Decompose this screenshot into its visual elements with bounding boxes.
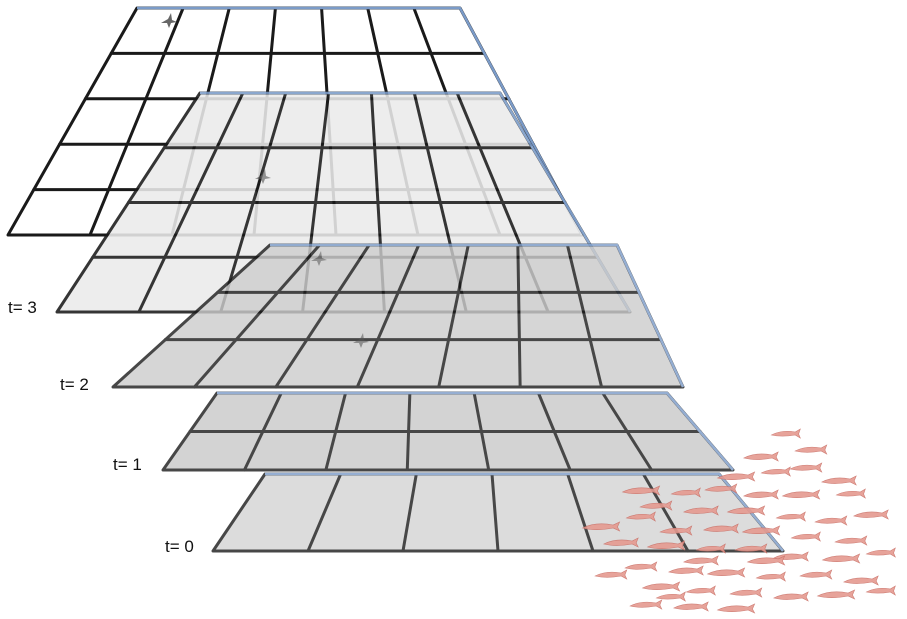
layer-edge-highlight (137, 6, 584, 236)
time-label-t3: t= 3 (8, 298, 37, 317)
grid-column-line (88, 6, 185, 237)
bird-icon (161, 13, 177, 28)
fish-icon (865, 547, 896, 558)
fish-icon (641, 581, 681, 592)
fish-icon (835, 488, 866, 499)
fish-icon (625, 511, 656, 522)
layer-edge-highlight (265, 472, 784, 552)
fish-icon (685, 585, 716, 596)
fish-icon (775, 511, 806, 522)
fish-icon (770, 428, 801, 439)
grid-column-line (516, 243, 522, 389)
fish-icon (706, 567, 746, 578)
layer-edge-highlight (200, 91, 632, 313)
fish-icon (704, 483, 738, 494)
fish-icon (834, 535, 868, 546)
fish-icon (755, 571, 786, 582)
fish-icon (594, 569, 628, 580)
fish-icon (814, 515, 848, 526)
fish-icon (716, 603, 756, 614)
grid-column-line (274, 243, 371, 389)
fish-icon (821, 553, 861, 564)
layer-edge-highlight (217, 391, 734, 471)
fish-icon (629, 599, 663, 610)
fish-icon (716, 471, 756, 482)
fish-icon (672, 601, 709, 612)
grid-layers (6, 6, 785, 553)
fish-icon (799, 569, 833, 580)
time-label-t2: t= 2 (60, 375, 89, 394)
fish-icon (816, 589, 856, 600)
fish-icon (621, 485, 661, 496)
fish-icon (820, 475, 857, 486)
fish-icon (842, 575, 879, 586)
grid-layer-2 (111, 243, 685, 389)
fish-icon (646, 540, 686, 551)
time-label-t1: t= 1 (113, 455, 142, 474)
fish-icon (742, 451, 779, 462)
fish-icon (852, 509, 889, 520)
fish-icon (682, 505, 719, 516)
grid-column-line (306, 472, 343, 553)
fish-icon (695, 543, 726, 554)
fish-icon (667, 565, 704, 576)
fish-school (581, 428, 896, 614)
bird-icon (255, 169, 271, 184)
grid-column-line (192, 243, 322, 389)
fish-icon (790, 531, 821, 542)
bird-icon (311, 251, 327, 266)
time-labels: t= 3 t= 2 t= 1 t= 0 (8, 298, 194, 556)
fish-icon (734, 543, 768, 554)
fish-icon (639, 500, 673, 511)
fish-icon (581, 521, 621, 532)
grid-column-line (401, 472, 418, 553)
fish-icon (746, 555, 786, 566)
fish-icon (670, 487, 701, 498)
fish-icon (624, 561, 658, 572)
fish-icon (865, 585, 896, 596)
time-label-t0: t= 0 (165, 537, 194, 556)
grid-column-line (355, 243, 421, 389)
grid-layer-1 (161, 333, 735, 472)
fish-icon (702, 523, 739, 534)
fish-icon (741, 525, 781, 536)
grid-column-line (566, 472, 595, 553)
fish-icon (726, 505, 766, 516)
fish-icon (794, 444, 828, 455)
fish-icon (742, 489, 779, 500)
fish-icon (760, 466, 791, 477)
fish-icon (682, 555, 719, 566)
grid-column-line (437, 243, 470, 389)
fish-icon (602, 537, 639, 548)
grid-column-line (565, 243, 604, 389)
fish-icon (655, 591, 686, 602)
fish-icon (781, 489, 821, 500)
fish-icon (729, 587, 763, 598)
fish-icon (659, 525, 693, 536)
bird-icon (353, 333, 369, 348)
fish-icon (772, 591, 809, 602)
layer-edge-highlight (270, 243, 685, 388)
grid-column-line (490, 472, 500, 553)
fish-icon (789, 462, 823, 473)
grid-column-line (641, 472, 690, 553)
